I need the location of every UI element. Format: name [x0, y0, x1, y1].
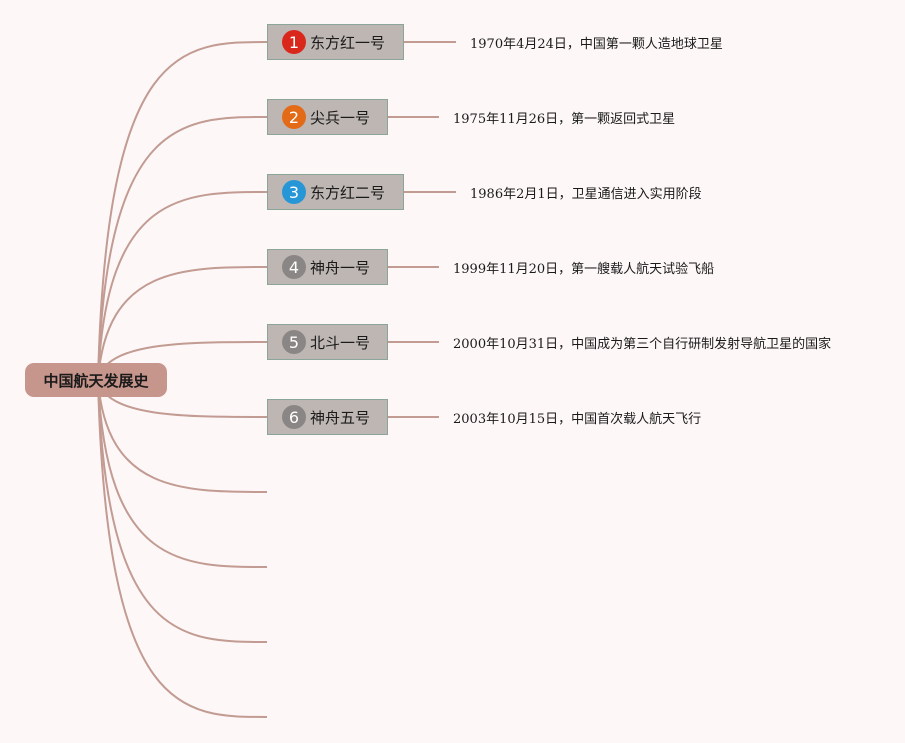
empty-branch-connector — [97, 379, 268, 493]
topic-label: 东方红一号 — [310, 33, 386, 52]
topic-description[interactable]: 1986年2月1日，卫星通信进入实用阶段 — [470, 187, 702, 202]
branch-connector — [97, 41, 268, 381]
number-badge: 4 — [282, 255, 306, 279]
topic-description[interactable]: 2003年10月15日，中国首次载人航天飞行 — [453, 412, 702, 427]
topic-label: 尖兵一号 — [310, 108, 371, 127]
number-badge: 3 — [282, 180, 306, 204]
root-topic[interactable]: 中国航天发展史 — [25, 363, 167, 397]
number-badge: 5 — [282, 330, 306, 354]
topic-description[interactable]: 1975年11月26日，第一颗返回式卫星 — [453, 112, 676, 127]
topic-description[interactable]: 2000年10月31日，中国成为第三个自行研制发射导航卫星的国家 — [453, 337, 832, 352]
topic-label: 北斗一号 — [310, 333, 371, 352]
topic-description[interactable]: 1970年4月24日，中国第一颗人造地球卫星 — [470, 37, 723, 52]
empty-branch-connector — [97, 379, 268, 643]
topic-label: 神舟一号 — [310, 258, 371, 277]
empty-branch-connector — [97, 379, 268, 718]
topic-label: 东方红二号 — [310, 183, 386, 202]
number-badge: 6 — [282, 405, 306, 429]
branch-connector — [97, 191, 268, 381]
topic-description[interactable]: 1999年11月20日，第一艘载人航天试验飞船 — [453, 262, 715, 277]
branch-connector — [97, 116, 268, 381]
root-topic-label: 中国航天发展史 — [43, 371, 149, 390]
empty-branch-connector — [97, 379, 268, 568]
number-badge: 1 — [282, 30, 306, 54]
branch-connector — [97, 266, 268, 381]
topic-label: 神舟五号 — [310, 408, 371, 427]
number-badge: 2 — [282, 105, 306, 129]
